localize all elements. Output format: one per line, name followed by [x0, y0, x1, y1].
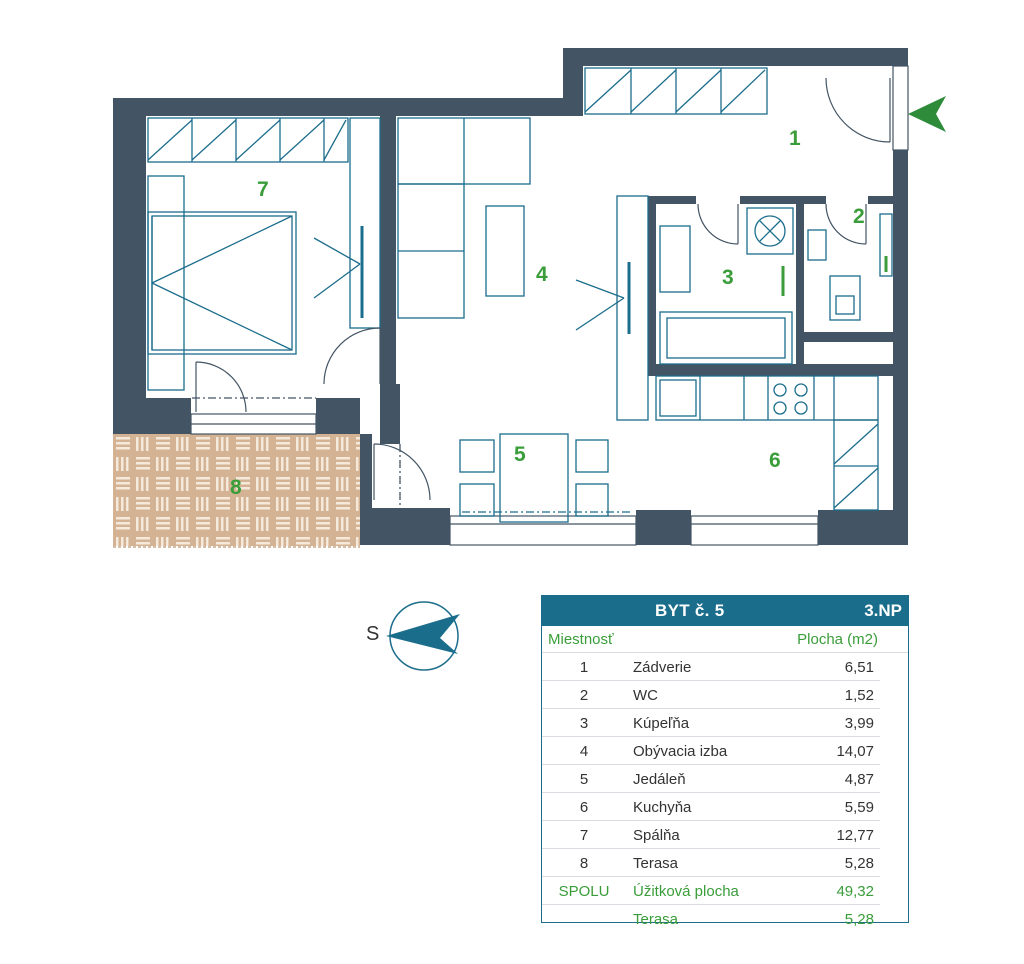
room-labels: 1 2 3 4 5 6 7 8 — [230, 127, 865, 499]
terrace-total-area: 5,28 — [844, 911, 874, 928]
floor-plan: 1 2 3 4 5 6 7 8 — [113, 48, 946, 548]
terrace-total-name: Terasa — [633, 911, 679, 928]
total-row: SPOLU Úžitková plocha 49,32 — [542, 877, 880, 905]
windows — [190, 65, 909, 546]
total-name: Úžitková plocha — [633, 883, 739, 900]
room-area: 14,07 — [836, 743, 874, 760]
room-area: 12,77 — [836, 827, 874, 844]
table-row: 7 Spálňa 12,77 — [542, 821, 880, 849]
room-area: 3,99 — [844, 715, 874, 732]
room-area: 4,87 — [844, 771, 874, 788]
terrace-floor — [113, 434, 360, 546]
compass-letter: S — [366, 623, 379, 645]
room-name: Obývacia izba — [633, 743, 728, 760]
room-number: 7 — [579, 827, 589, 844]
room-label-7: 7 — [257, 178, 269, 201]
room-number: 1 — [579, 659, 589, 676]
room-area: 5,28 — [844, 855, 874, 872]
room-label-6: 6 — [769, 449, 781, 472]
apartment-title: BYT č. 5 — [655, 601, 725, 620]
room-number: 6 — [579, 799, 589, 816]
table-row: 5 Jedáleň 4,87 — [542, 765, 880, 793]
room-area: 6,51 — [844, 659, 874, 676]
column-headers: Miestnosť Plocha (m2) — [542, 626, 908, 653]
room-area: 1,52 — [844, 687, 874, 704]
room-name: Spálňa — [633, 827, 680, 844]
total-label: SPOLU — [558, 883, 610, 900]
room-label-1: 1 — [789, 127, 801, 150]
room-number: 8 — [579, 855, 589, 872]
room-number: 3 — [579, 715, 589, 732]
room-name: Kuchyňa — [633, 799, 692, 816]
entrance-arrow-icon — [908, 96, 946, 132]
room-name: WC — [633, 687, 658, 704]
room-label-5: 5 — [514, 443, 526, 466]
room-label-3: 3 — [722, 266, 734, 289]
terrace-total-row: Terasa 5,28 — [542, 905, 880, 932]
room-label-4: 4 — [536, 263, 548, 286]
room-name: Zádverie — [633, 659, 692, 676]
table-row: 4 Obývacia izba 14,07 — [542, 737, 880, 765]
table-row: 6 Kuchyňa 5,59 — [542, 793, 880, 821]
room-column-header: Miestnosť — [548, 631, 614, 648]
doors — [195, 77, 891, 501]
floor-label: 3.NP — [864, 601, 902, 620]
interior-walls — [380, 116, 893, 444]
room-label-8: 8 — [230, 476, 242, 499]
table-row: 3 Kúpeľňa 3,99 — [542, 709, 880, 737]
exterior-walls — [113, 48, 908, 545]
room-name: Kúpeľňa — [633, 715, 690, 732]
compass-icon: S — [366, 601, 460, 671]
room-number: 5 — [579, 771, 589, 788]
area-column-header: Plocha (m2) — [797, 631, 878, 648]
room-name: Terasa — [633, 855, 679, 872]
room-name: Jedáleň — [633, 771, 686, 788]
area-table: BYT č. 5 3.NP Miestnosť Plocha (m2) 1 Zá… — [541, 595, 909, 928]
room-area: 5,59 — [844, 799, 874, 816]
table-header: BYT č. 5 3.NP — [542, 596, 908, 626]
room-number: 2 — [579, 687, 589, 704]
room-label-2: 2 — [853, 205, 865, 228]
table-row: 1 Zádverie 6,51 — [542, 653, 880, 681]
compass-needle — [386, 614, 460, 654]
total-area: 49,32 — [836, 883, 874, 900]
room-number: 4 — [579, 743, 589, 760]
table-row: 2 WC 1,52 — [542, 681, 880, 709]
table-row: 8 Terasa 5,28 — [542, 849, 880, 877]
furniture — [147, 67, 893, 523]
